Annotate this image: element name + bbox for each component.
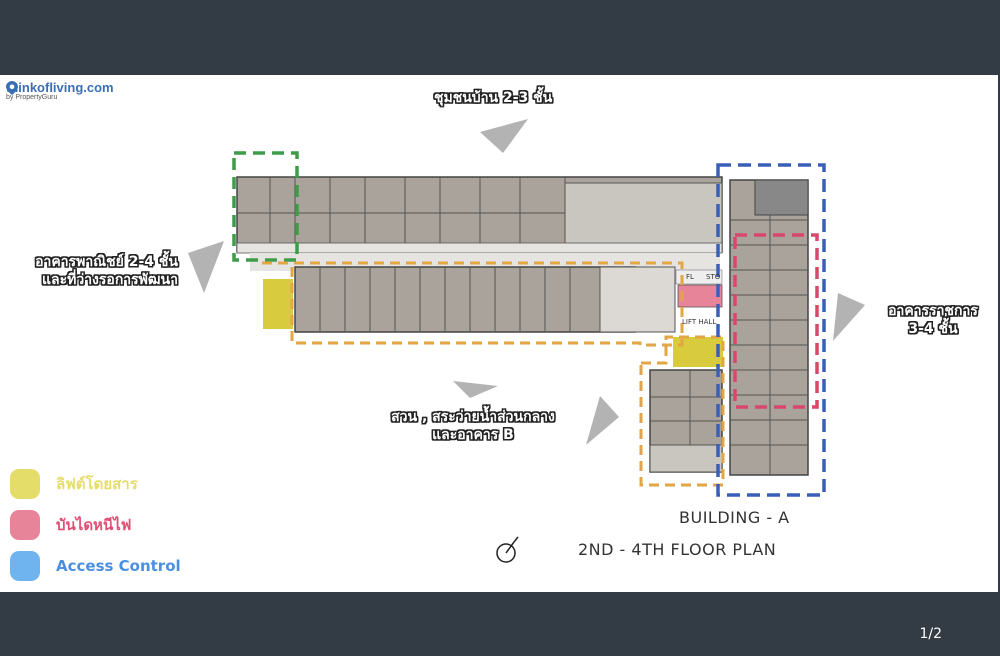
label-south-line2: และอาคาร B (432, 427, 514, 443)
legend-item-fire-stairs: บันไดหนีไฟ (10, 510, 131, 540)
plan-tag-sto: STO (706, 273, 721, 281)
caption-building: BUILDING - A (679, 508, 790, 527)
label-west: อาคารพาณิชย์ 2-4 ชั้น และที่ว่างรอการพัฒ… (10, 253, 178, 289)
legend-swatch-lift (10, 469, 40, 499)
viewer-bottom-bar (0, 592, 1000, 656)
legend-label-lift: ลิฟต์โดยสาร (56, 475, 138, 493)
map-pin-icon (6, 81, 18, 95)
view-direction-icon (188, 119, 865, 445)
caption-floor-plan: 2ND - 4TH FLOOR PLAN (578, 540, 777, 559)
plan-tag-lift-hall: LIFT HALL (682, 318, 716, 326)
viewer-top-bar (0, 0, 1000, 75)
compass-icon (496, 536, 519, 563)
label-south: สวน , สระว่ายน้ำส่วนกลาง และอาคาร B (380, 408, 566, 444)
label-east-line1: อาคารราชการ (888, 303, 978, 319)
legend-item-access-control: Access Control (10, 551, 181, 581)
legend-label-access-control: Access Control (56, 557, 181, 575)
floor-plan-image: FL STO LIFT HALL thinkofliving.com by Pr… (0, 75, 998, 592)
legend-swatch-access-control (10, 551, 40, 581)
legend-label-fire-stairs: บันไดหนีไฟ (56, 516, 132, 534)
legend-item-lift: ลิฟต์โดยสาร (10, 469, 138, 499)
label-east-line2: 3-4 ชั้น (908, 321, 958, 337)
legend-swatch-fire-stairs (10, 510, 40, 540)
label-east: อาคารราชการ 3-4 ชั้น (875, 302, 991, 338)
label-north: ชุมชนบ้าน 2-3 ชั้น (434, 90, 553, 106)
logo-brand: thinkofliving.com (6, 80, 114, 95)
label-west-line1: อาคารพาณิชย์ 2-4 ชั้น (35, 254, 178, 270)
plan-tag-fl: FL (686, 273, 694, 281)
site-logo: thinkofliving.com by PropertyGuru (6, 81, 114, 102)
page-indicator: 1/2 (919, 626, 942, 642)
label-west-line2: และที่ว่างรอการพัฒนา (41, 272, 178, 288)
label-south-line1: สวน , สระว่ายน้ำส่วนกลาง (391, 409, 555, 425)
logo-sub: by PropertyGuru (6, 94, 58, 101)
floor-plan-drawing: FL STO LIFT HALL (188, 119, 865, 563)
